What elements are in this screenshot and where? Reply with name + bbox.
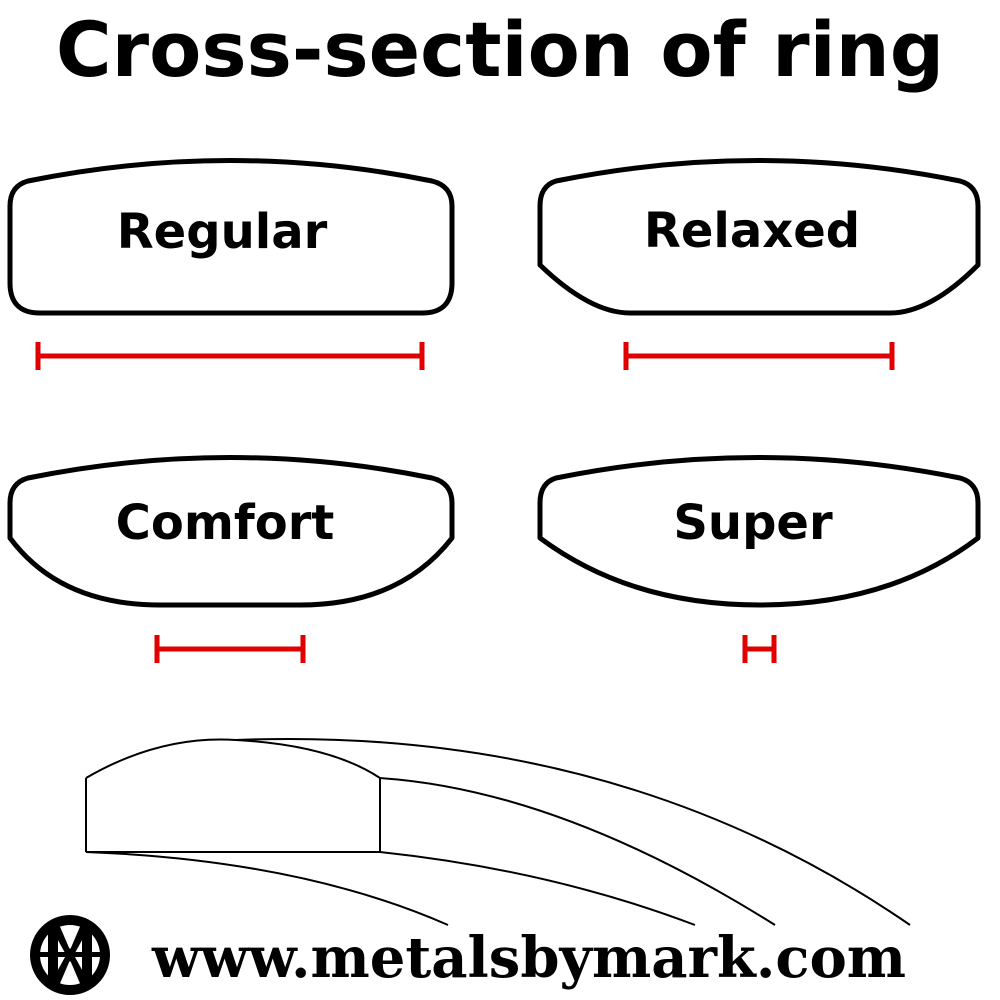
ring-segment-illustration <box>85 737 911 926</box>
mbm-logo-icon <box>30 915 110 995</box>
page-title: Cross-section of ring <box>55 5 945 94</box>
relaxed-label: Relaxed <box>644 203 860 259</box>
relaxed-profile: Relaxed <box>537 158 981 316</box>
regular-measure-bar <box>35 342 425 370</box>
regular-outline <box>7 158 455 316</box>
comfort-measure-bar <box>154 635 306 663</box>
super-measure-bar <box>742 635 777 663</box>
relaxed-outline <box>537 158 981 316</box>
comfort-profile: Comfort <box>7 455 455 608</box>
comfort-label: Comfort <box>116 495 335 551</box>
regular-label: Regular <box>117 204 328 260</box>
super-profile: Super <box>537 455 981 608</box>
super-outline <box>537 455 981 608</box>
comfort-outline <box>7 455 455 608</box>
relaxed-measure-bar <box>623 342 895 370</box>
super-label: Super <box>673 495 833 551</box>
website-url: www.metalsbymark.com <box>152 925 907 991</box>
regular-profile: Regular <box>7 158 455 316</box>
